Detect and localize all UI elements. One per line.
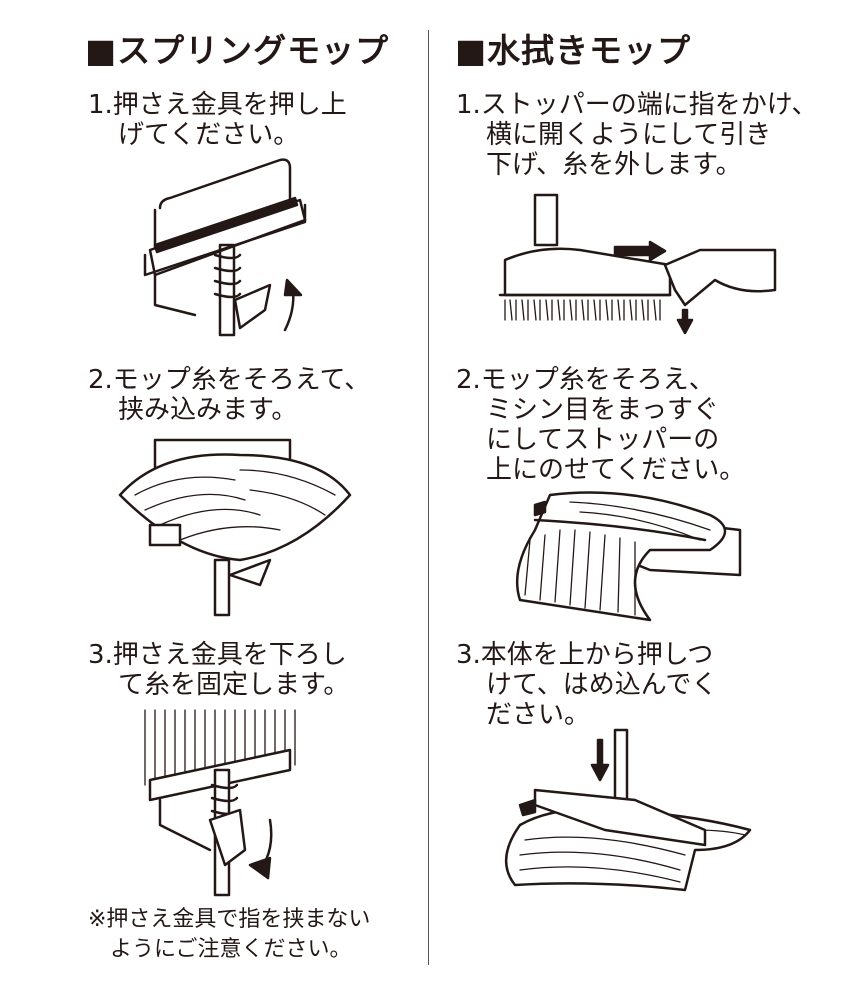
step-text: 1.押さえ金具を押し上 <box>88 90 347 120</box>
step-text: 3.本体を上から押しつ <box>456 640 714 670</box>
step-text: 横に開くようにして引き <box>486 120 772 150</box>
step-text: 2.モップ糸をそろえ、 <box>456 365 715 395</box>
wet-step-1: 1.ストッパーの端に指をかけ、 横に開くようにして引き 下げ、糸を外します。 <box>456 90 818 180</box>
spring-step-3: 3.押さえ金具を下ろし て糸を固定します。 <box>88 640 349 700</box>
wet-mop-heading: ■水拭きモップ <box>455 31 692 70</box>
step-text: ださい。 <box>486 700 591 730</box>
note-text: ようにご注意ください。 <box>110 937 352 962</box>
step-text: 上にのせてください。 <box>486 455 746 485</box>
step-text: にしてストッパーの <box>486 425 720 455</box>
illustration-press-in <box>504 728 752 892</box>
illustration-place-yarn <box>515 491 742 622</box>
illustration-lower-clamp <box>144 709 296 897</box>
step-text: 2.モップ糸をそろえて、 <box>88 365 371 395</box>
illustration-insert-yarn <box>118 438 352 617</box>
wet-step-2: 2.モップ糸をそろえ、 ミシン目をまっすぐ にしてストッパーの 上にのせてくださ… <box>456 365 745 485</box>
step-text: げてください。 <box>118 120 300 150</box>
illustration-raise-clamp <box>143 158 307 337</box>
step-text: 3.押さえ金具を下ろし <box>88 640 347 670</box>
spring-step-2: 2.モップ糸をそろえて、 挟み込みます。 <box>88 365 370 425</box>
column-divider <box>428 30 429 965</box>
step-text: けて、はめ込んでく <box>486 670 718 700</box>
note-text: ※押さえ金具で指を挟まない <box>88 907 371 932</box>
step-text: 挟み込みます。 <box>118 395 298 425</box>
spring-mop-heading: ■スプリングモップ <box>85 31 390 70</box>
step-text: 1.ストッパーの端に指をかけ、 <box>456 90 818 120</box>
wet-step-3: 3.本体を上から押しつ けて、はめ込んでく ださい。 <box>456 640 717 730</box>
step-text: 下げ、糸を外します。 <box>486 150 742 180</box>
step-text: ミシン目をまっすぐ <box>486 395 719 425</box>
step-text: て糸を固定します。 <box>118 670 350 700</box>
illustration-remove-yarn <box>498 193 777 335</box>
spring-step-1: 1.押さえ金具を押し上 げてください。 <box>88 90 347 150</box>
caution-note: ※押さえ金具で指を挟まない ようにご注意ください。 <box>88 905 370 965</box>
